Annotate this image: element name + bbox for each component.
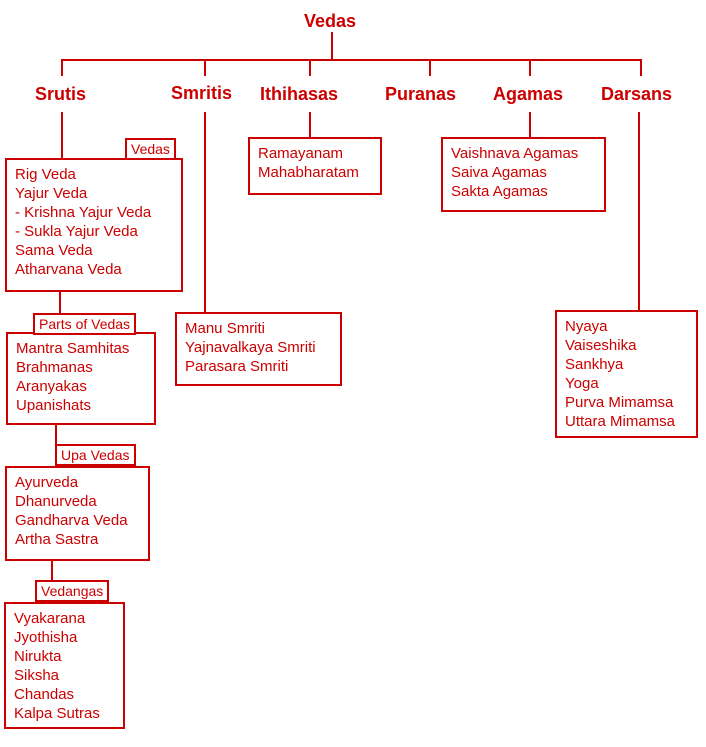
puranas-drop <box>429 59 431 76</box>
upa-vedas-box: Ayurveda Dhanurveda Gandharva Veda Artha… <box>5 466 150 561</box>
smritis-drop <box>204 59 206 76</box>
category-darsans: Darsans <box>601 84 673 104</box>
vedas-list-box: Rig Veda Yajur Veda - Krishna Yajur Veda… <box>5 158 183 292</box>
vedangas-box: Vyakarana Jyothisha Nirukta Siksha Chand… <box>4 602 125 729</box>
list-item: Purva Mimamsa <box>565 394 674 411</box>
category-bar <box>61 59 642 61</box>
list-item: - Krishna Yajur Veda <box>15 204 152 221</box>
darsans-drop <box>640 59 642 76</box>
list-item: Ramayanam <box>258 145 344 162</box>
list-item: Mahabharatam <box>258 164 359 181</box>
list-item: Brahmanas <box>16 359 93 376</box>
list-item: Vaiseshika <box>565 337 637 354</box>
darsans-to-box-line <box>638 112 640 312</box>
category-agamas: Agamas <box>493 84 564 104</box>
ithihasas-drop <box>309 59 311 76</box>
list-item: Sakta Agamas <box>451 183 548 200</box>
list-item: Parasara Smriti <box>185 358 289 375</box>
list-item: - Sukla Yajur Veda <box>15 223 138 240</box>
list-item: Yoga <box>565 375 599 392</box>
list-item: Sama Veda <box>15 242 93 259</box>
srutis-to-vedas-line <box>61 112 63 160</box>
list-item: Nirukta <box>14 648 62 665</box>
list-item: Mantra Samhitas <box>16 340 130 357</box>
root-connector <box>331 32 333 61</box>
srutis-drop <box>61 59 63 76</box>
list-item: Uttara Mimamsa <box>565 413 676 430</box>
parts-of-vedas-tag: Parts of Vedas <box>33 313 137 335</box>
agamas-box: Vaishnava Agamas Saiva Agamas Sakta Agam… <box>441 137 606 212</box>
list-item: Rig Veda <box>15 166 76 183</box>
vedangas-tag: Vedangas <box>35 580 110 602</box>
category-puranas: Puranas <box>385 84 457 104</box>
list-item: Saiva Agamas <box>451 164 547 181</box>
agamas-drop <box>529 59 531 76</box>
ithihasas-box: Ramayanam Mahabharatam <box>248 137 382 195</box>
list-item: Ayurveda <box>15 474 79 491</box>
list-item: Aranyakas <box>16 378 87 395</box>
vedas-tag: Vedas <box>125 138 176 160</box>
agamas-to-box-line <box>529 112 531 139</box>
list-item: Yajnavalkaya Smriti <box>185 339 316 356</box>
smritis-box: Manu Smriti Yajnavalkaya Smriti Parasara… <box>175 312 342 386</box>
category-ithihasas: Ithihasas <box>260 84 339 104</box>
list-item: Manu Smriti <box>185 320 266 337</box>
parts-of-vedas-box: Mantra Samhitas Brahmanas Aranyakas Upan… <box>6 332 156 425</box>
list-item: Upanishats <box>16 397 92 414</box>
list-item: Jyothisha <box>14 629 78 646</box>
list-item: Siksha <box>14 667 60 684</box>
category-srutis: Srutis <box>35 84 87 104</box>
darsans-box: Nyaya Vaiseshika Sankhya Yoga Purva Mima… <box>555 310 698 438</box>
list-item: Atharvana Veda <box>15 261 122 278</box>
list-item: Kalpa Sutras <box>14 705 100 722</box>
list-item: Dhanurveda <box>15 493 97 510</box>
list-item: Artha Sastra <box>15 531 99 548</box>
list-item: Gandharva Veda <box>15 512 128 529</box>
list-item: Nyaya <box>565 318 608 335</box>
smritis-to-box-line <box>204 112 206 314</box>
list-item: Yajur Veda <box>15 185 88 202</box>
list-item: Vaishnava Agamas <box>451 145 579 162</box>
category-smritis: Smritis <box>171 83 233 103</box>
list-item: Vyakarana <box>14 610 86 627</box>
list-item: Sankhya <box>565 356 624 373</box>
list-item: Chandas <box>14 686 75 703</box>
root-title: Vedas <box>304 11 357 31</box>
upavedas-to-vedangas-line <box>51 560 53 580</box>
vedas-to-parts-line <box>59 290 61 314</box>
ithihasas-to-box-line <box>309 112 311 139</box>
upa-vedas-tag: Upa Vedas <box>55 444 136 466</box>
